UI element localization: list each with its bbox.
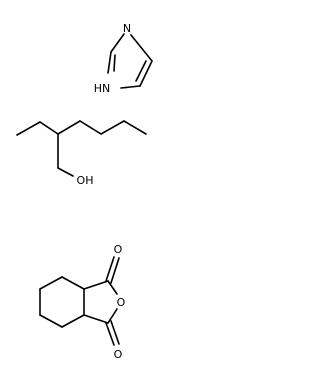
structure-canvas: N HN OH	[16, 22, 153, 361]
bond-hex-3	[39, 276, 63, 290]
bond-c3a-c1	[83, 280, 109, 290]
bond-c5-c4	[139, 60, 153, 87]
ethylhexanol-structure: OH	[16, 120, 147, 187]
bond-n3-c2	[110, 33, 125, 53]
carbonyl-o-bottom-label: O	[114, 348, 123, 361]
imidazole-structure: N HN	[94, 22, 153, 95]
bond-hex-6	[61, 314, 85, 328]
carbonyl-o-top-label: O	[114, 243, 123, 256]
bond-ch-chain	[57, 120, 81, 135]
bond-c1-o-ring	[107, 280, 118, 295]
imidazole-nh-label: HN	[94, 82, 111, 95]
bond-c2-n1	[107, 51, 112, 74]
bond-c1-o-double-b	[110, 257, 120, 284]
bond-c1-o-double-a	[105, 256, 115, 282]
bond-chain-3	[123, 120, 147, 135]
imidazole-n-label: N	[123, 22, 131, 35]
bond-o-ring-c3	[107, 308, 118, 324]
bond-ethyl-ch3	[16, 121, 41, 136]
bond-chain-2	[100, 120, 125, 135]
chemical-structures-diagram: N HN OH	[16, 22, 153, 361]
bond-c3-c7a	[83, 314, 109, 324]
bond-c4-n3	[130, 34, 153, 62]
bond-c5-c4-double	[135, 60, 147, 82]
bond-hex-2	[61, 276, 85, 290]
bond-hex-5	[39, 314, 63, 328]
bond-c3-o-double-b	[110, 320, 120, 345]
bond-ch2-oh	[57, 167, 74, 177]
hydroxyl-label: OH	[77, 174, 94, 187]
bond-ethyl-ch2	[39, 121, 59, 135]
ring-o-label: O	[117, 296, 126, 309]
anhydride-structure: O O O	[39, 243, 126, 361]
bond-c3-o-double-a	[105, 322, 115, 346]
bond-n1-c5	[120, 85, 141, 89]
bond-chain-1	[79, 120, 102, 135]
bond-c2-n1-double	[113, 54, 116, 72]
